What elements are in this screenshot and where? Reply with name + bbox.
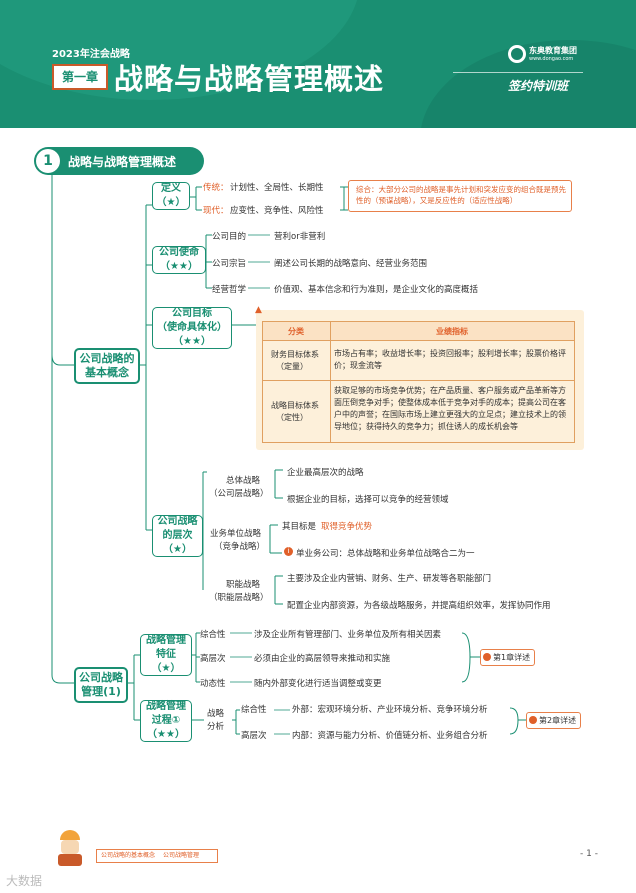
table-header-row [262, 321, 575, 341]
node-features: 战略管理 特征 （★） [140, 634, 192, 676]
node-basic-concept: 公司战略的 基本概念 [74, 348, 140, 384]
analysis-value: 外部：宏观环境分析、产业环境分析、竞争环境分析 [292, 703, 488, 715]
breadcrumb-item: 公司战略管理 [157, 852, 199, 859]
feature-key: 动态性 [200, 677, 226, 689]
chapter-ref-tag: 第2章详述 [526, 712, 581, 729]
node-definition: 定义 （★） [152, 182, 190, 210]
traditional-text: 计划性、全局性、长期性 [230, 181, 324, 193]
analysis-key: 高层次 [241, 729, 267, 741]
level-item: 单业务公司：总体战略和业务单位战略合二为一 [296, 547, 475, 559]
mission-value: 阐述公司长期的战略意向、经营业务范围 [274, 257, 427, 269]
table-border [574, 341, 575, 443]
node-label: 公司战略 [158, 515, 198, 529]
info-icon: i [284, 547, 293, 556]
analysis-value: 内部：资源与能力分析、价值链分析、业务组合分析 [292, 729, 488, 741]
mission-value: 营利or非营利 [274, 230, 325, 242]
table-border [262, 380, 575, 381]
star-rating: （★★） [147, 728, 185, 742]
table-cell: 获取足够的市场竞争优势；在产品质量、客户服务或产品革新等方面压倒竞争对手；使整体… [334, 385, 572, 433]
node-goal: 公司目标 （使命具体化） （★★） [152, 307, 232, 349]
section-number: 1 [36, 149, 60, 173]
star-rating: （★★） [173, 335, 211, 349]
feature-key: 高层次 [200, 652, 226, 664]
feature-key: 综合性 [200, 628, 226, 640]
mission-key: 公司目的 [212, 230, 246, 242]
level-item: 配置企业内部资源，为各级战略服务，并提高组织效率，发挥协同作用 [287, 599, 551, 611]
level-name: 职能战略 [226, 578, 260, 590]
analysis-key: 综合性 [241, 703, 267, 715]
table-cell: （定性） [276, 412, 308, 423]
level-name: 业务单位战略 [210, 527, 261, 539]
level-name: 总体战略 [226, 474, 260, 486]
info-icon [483, 653, 491, 661]
node-label: 公司目标 [172, 307, 212, 321]
mission-key: 公司宗旨 [212, 257, 246, 269]
modern-label: 现代： [203, 204, 229, 216]
star-rating: （★） [157, 196, 186, 210]
pin-icon: ▲ [255, 305, 265, 315]
table-border [262, 442, 575, 443]
node-label: 特征 [156, 648, 176, 662]
ref-label: 第1章详述 [493, 653, 530, 662]
mission-value: 价值观、基本信念和行为准则，是企业文化的高度概括 [274, 283, 478, 295]
node-label: 战略管理 [146, 634, 186, 648]
watermark: 大数据 [6, 872, 42, 889]
mascot-icon [50, 830, 90, 866]
table-header: 分类 [288, 326, 304, 337]
feature-value: 涉及企业所有管理部门、业务单位及所有相关因素 [254, 628, 441, 640]
mission-key: 经营哲学 [212, 283, 246, 295]
level-item: 其目标是 [282, 520, 316, 532]
node-label: 基本概念 [85, 366, 129, 380]
table-cell: 财务目标体系 [271, 349, 319, 360]
table-border [262, 341, 263, 443]
level-item: 企业最高层次的战略 [287, 466, 364, 478]
breadcrumb-item: 公司战略的基本概念 [97, 852, 155, 859]
node-management: 公司战略 管理(1) [74, 667, 128, 703]
level-item: 根据企业的目标，选择可以竞争的经营领域 [287, 493, 449, 505]
feature-value: 随内外部变化进行适当调整或变更 [254, 677, 382, 689]
level-item: 主要涉及企业内营销、财务、生产、研发等各职能部门 [287, 572, 491, 584]
node-label: （使命具体化） [157, 321, 227, 335]
table-border [330, 321, 331, 443]
table-cell: （定量） [276, 361, 308, 372]
analysis-label: 战略 [207, 707, 224, 719]
node-mission: 公司使命 （★★） [152, 246, 206, 274]
node-label: 的层次 [163, 529, 193, 543]
star-rating: （★） [163, 543, 192, 557]
traditional-label: 传统： [203, 181, 229, 193]
level-name: （公司层战略） [209, 487, 269, 499]
info-icon [529, 716, 537, 724]
node-levels: 公司战略 的层次 （★） [152, 515, 203, 557]
node-label: 公司战略 [79, 671, 123, 685]
node-label: 管理(1) [81, 685, 121, 699]
table-header: 业绩指标 [436, 326, 468, 337]
star-rating: （★） [152, 662, 181, 676]
page-number: - 1 - [580, 849, 598, 859]
level-item-emphasis: 取得竞争优势 [321, 520, 372, 532]
node-label: 公司使命 [159, 246, 199, 260]
table-cell: 市场占有率；收益增长率；投资回报率；股利增长率；股票价格评价；现金流等 [334, 348, 570, 372]
node-label: 定义 [161, 182, 181, 196]
node-label: 战略管理 [146, 700, 186, 714]
level-name: （职能层战略） [209, 591, 269, 603]
node-label: 过程① [152, 714, 180, 728]
note-text: 综合：大部分公司的战略是事先计划和突发应变的组合既是预先性的（预谋战略），又是反… [356, 184, 568, 206]
chapter-ref-tag: 第1章详述 [480, 649, 535, 666]
node-label: 公司战略的 [80, 352, 135, 366]
feature-value: 必须由企业的高层领导来推动和实施 [254, 652, 390, 664]
section-title: 战略与战略管理概述 [68, 153, 176, 170]
ref-label: 第2章详述 [539, 716, 576, 725]
modern-text: 应变性、竞争性、风险性 [230, 204, 324, 216]
level-name: （竞争战略） [214, 540, 265, 552]
analysis-label: 分析 [207, 720, 224, 732]
table-cell: 战略目标体系 [271, 400, 319, 411]
breadcrumb: 公司战略的基本概念 公司战略管理 [96, 849, 218, 863]
node-process: 战略管理 过程① （★★） [140, 700, 192, 742]
star-rating: （★★） [160, 260, 198, 274]
